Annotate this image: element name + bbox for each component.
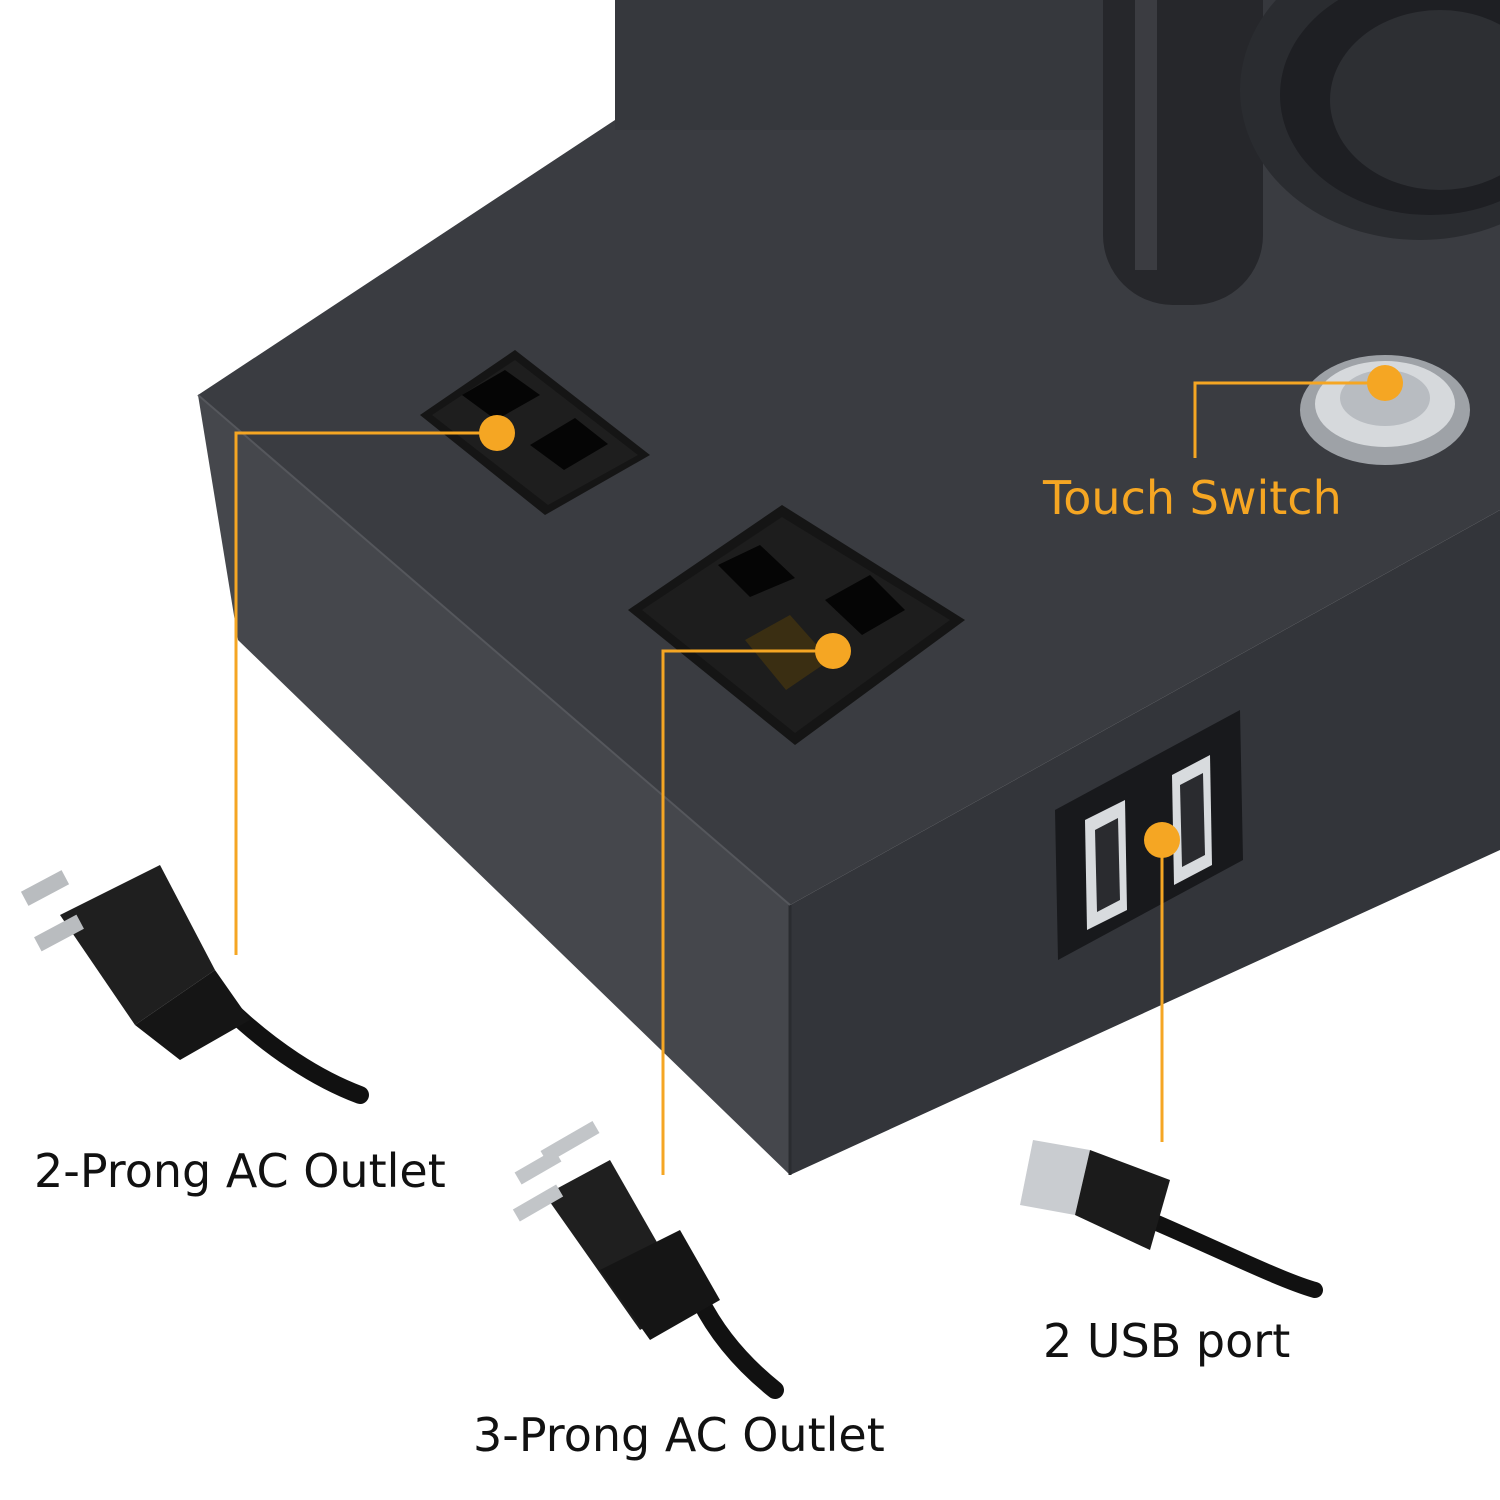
callout-dot-touch [1367,365,1403,401]
two-prong-outlet [420,350,650,515]
charging-pad [1240,0,1500,240]
callout-lines [234,381,1385,1175]
callout-dot-usb [1144,822,1180,858]
label-usb-port: 2 USB port [1043,1314,1291,1368]
three-prong-plug-icon [512,1120,784,1399]
callout-line-two-prong [234,431,497,955]
label-three-prong-outlet: 3-Prong AC Outlet [473,1408,885,1462]
callout-line-three-prong [661,649,833,1175]
lamp-base-top [198,120,1500,905]
label-two-prong-outlet: 2-Prong AC Outlet [34,1144,446,1198]
callout-line-touch [1193,381,1385,458]
callout-dot-three-prong [815,633,851,669]
usb-plug-icon [1020,1140,1323,1298]
two-prong-plug-icon [20,865,369,1104]
label-touch-switch: Touch Switch [1043,471,1342,525]
callout-dot-two-prong [479,415,515,451]
lamp-base-left-face [198,395,790,1175]
